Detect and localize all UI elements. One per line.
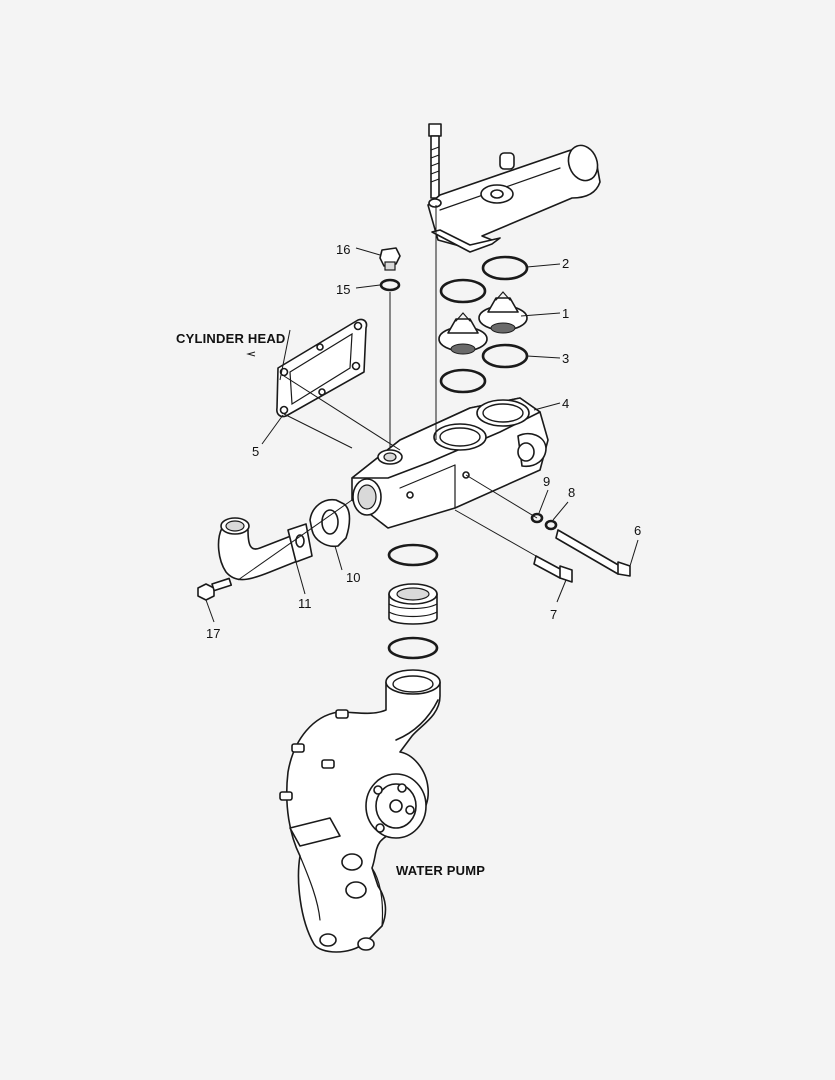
thermostat-housing-body [351,397,549,529]
cylinder-head-gasket [276,318,368,418]
thermostat-housing-cover [427,144,601,253]
callout-3: 3 [562,351,569,366]
callout-16: 16 [336,242,350,257]
pipe-gasket [309,498,351,548]
thermostats [438,291,528,355]
long-housing-bolt [555,529,631,577]
callout-9: 9 [543,474,550,489]
water-pump-label: WATER PUMP [396,863,485,878]
callout-7: 7 [550,607,557,622]
leader-lines [205,205,639,623]
water-pump [279,669,441,953]
callout-1: 1 [562,306,569,321]
cylinder-head-label: CYLINDER HEAD [176,331,286,346]
callout-4: 4 [562,396,569,411]
callout-10: 10 [346,570,360,585]
lower-seals [387,543,439,660]
callout-5: 5 [252,444,259,459]
callout-6: 6 [634,523,641,538]
callout-2: 2 [562,256,569,271]
bypass-pipe [217,517,313,581]
top-housing-bolt [428,123,442,199]
short-housing-bolt [533,555,573,583]
washers [530,512,558,531]
callout-11: 11 [298,596,312,611]
callout-17: 17 [206,626,220,641]
pipe-bolt [197,577,233,601]
callout-15: 15 [336,282,350,297]
plug-and-washer [379,247,401,450]
callout-8: 8 [568,485,575,500]
